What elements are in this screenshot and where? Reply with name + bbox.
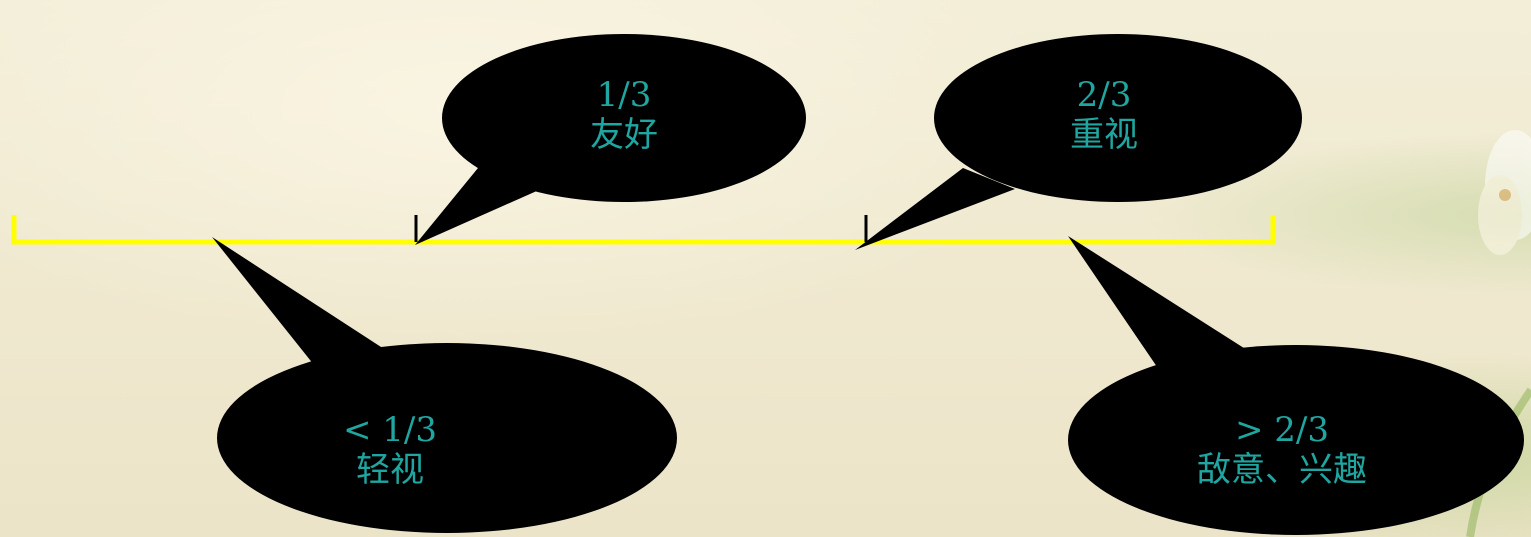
ratio-disregard: < 1/3 [343, 410, 437, 450]
meaning-hostile-interest: 敌意、兴趣 [1197, 450, 1367, 490]
meaning-disregard: 轻视 [343, 450, 437, 490]
meaning-friendly: 友好 [590, 115, 658, 155]
ratio-valued: 2/3 [1070, 75, 1138, 115]
ratio-hostile-interest: > 2/3 [1197, 410, 1367, 450]
label-friendly: 1/3 友好 [590, 75, 658, 155]
label-disregard: < 1/3 轻视 [343, 410, 437, 490]
label-hostile-interest: > 2/3 敌意、兴趣 [1197, 410, 1367, 490]
scale-ticks [416, 215, 866, 242]
scale-line [14, 215, 1273, 242]
callout-disregard [212, 237, 677, 533]
callout-hostile-interest [1068, 236, 1524, 535]
meaning-valued: 重视 [1070, 115, 1138, 155]
label-valued: 2/3 重视 [1070, 75, 1138, 155]
ratio-friendly: 1/3 [590, 75, 658, 115]
